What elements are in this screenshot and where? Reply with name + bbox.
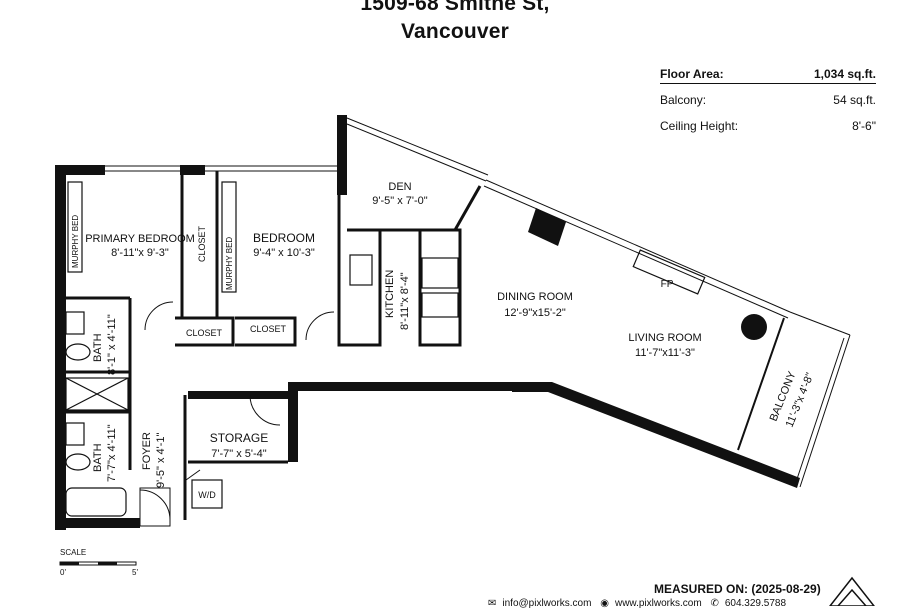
wall-storage-right [288, 382, 298, 462]
address-title-line1: 1509-68 Smithe St, [360, 0, 550, 15]
wall-entry-top [296, 382, 516, 391]
web-icon: ◉ [600, 598, 609, 609]
room-dims-bath1: 8'-1" x 4'-11" [106, 314, 118, 375]
email-icon: ✉ [488, 598, 497, 609]
fixture-labels: CLOSET CLOSET CLOSET MURPHY BED MURPHY B… [71, 215, 674, 500]
room-labels: PRIMARY BEDROOM 8'-11"x 9'-3" BEDROOM 9'… [85, 181, 816, 488]
toilet-icon [65, 453, 91, 471]
closet-label: CLOSET [197, 225, 207, 262]
stat-value: 8'-6" [852, 119, 876, 133]
web-text[interactable]: www.pixlworks.com [614, 598, 702, 609]
bathtub-icon [65, 487, 127, 517]
fp-label: FP [661, 279, 674, 290]
windows [105, 117, 851, 488]
address-title-line2: Vancouver [400, 20, 510, 43]
wall-bottom-left [55, 518, 140, 528]
stat-balcony: Balcony: 54 sq.ft. [660, 93, 876, 119]
kitchen-sink-icon [421, 257, 459, 289]
scale-label: SCALE [60, 548, 87, 557]
door-swings [139, 301, 335, 527]
sink-icon [65, 311, 85, 335]
wd-label: W/D [198, 490, 216, 500]
wall-den-left [337, 115, 347, 195]
stat-underline [660, 83, 876, 84]
room-name-bath2: BATH [92, 443, 104, 472]
scale-zero: 0' [60, 568, 66, 577]
contact-info: ✉ info@pixlworks.com ◉ www.pixlworks.com ✆… [488, 598, 792, 609]
scale-bar [59, 561, 137, 566]
stat-label: Balcony: [660, 93, 707, 107]
room-name-bath1: BATH [92, 333, 104, 362]
wall-storage-top [188, 391, 288, 399]
measured-on: MEASURED ON: (2025-08-29) [654, 582, 821, 596]
column-block [528, 208, 566, 246]
murphy-bed-label: MURPHY BED [71, 215, 80, 268]
wall-left [55, 165, 66, 530]
stat-ceiling-height: Ceiling Height: 8'-6" [660, 119, 876, 145]
phone-text: 604.329.5788 [724, 598, 786, 609]
room-dims-living: 11'-7"x11'-3" [635, 347, 695, 359]
room-name-storage: STORAGE [210, 431, 268, 445]
room-name-foyer: FOYER [141, 432, 153, 470]
exterior-walls [55, 115, 800, 530]
stat-label: Floor Area: [660, 67, 724, 81]
room-name-primary-bedroom: PRIMARY BEDROOM [85, 233, 195, 245]
pixlworks-logo-icon [829, 576, 875, 606]
fixtures [65, 181, 785, 517]
room-dims-kitchen: 8'-11"x 8'-4" [399, 272, 411, 330]
wall-top-mid [180, 165, 205, 175]
phone-icon: ✆ [710, 598, 719, 609]
room-dims-dining: 12'-9"x15'-2" [504, 307, 566, 319]
murphy-bed-primary [67, 181, 83, 273]
wall-top-left [55, 165, 105, 175]
scale-five: 5' [132, 568, 138, 577]
room-name-living: LIVING ROOM [628, 332, 701, 344]
room-name-dining: DINING ROOM [497, 291, 573, 303]
room-dims-foyer: 9'-5" x 4'-1" [155, 432, 167, 488]
room-dims-primary-bedroom: 8'-11"x 9'-3" [111, 247, 169, 259]
murphy-bed-secondary [221, 181, 237, 293]
room-name-den: DEN [388, 181, 411, 193]
stat-value: 54 sq.ft. [833, 93, 876, 107]
closet-label: CLOSET [186, 328, 223, 338]
room-name-kitchen: KITCHEN [384, 270, 396, 318]
cooktop-icon [421, 292, 459, 318]
toilet-icon [65, 343, 91, 361]
stove-icon [349, 254, 373, 286]
room-dims-bath2: 7'-7"x 4'-11" [106, 424, 118, 482]
interior-walls [66, 171, 482, 520]
shower-icon [65, 377, 129, 411]
stat-value: 1,034 sq.ft. [813, 67, 876, 81]
room-dims-storage: 7'-7" x 5'-4" [211, 448, 267, 460]
room-dims-bedroom: 9'-4" x 10'-3" [253, 247, 315, 259]
sink-icon [65, 422, 85, 446]
email-text[interactable]: info@pixlworks.com [502, 598, 592, 609]
murphy-bed-label: MURPHY BED [225, 237, 234, 290]
room-name-bedroom: BEDROOM [253, 231, 315, 245]
fireplace-icon [632, 249, 706, 295]
round-column [741, 314, 767, 340]
area-stats: Floor Area: 1,034 sq.ft. Balcony: 54 sq.… [660, 67, 876, 145]
wall-bottom-diagonal [512, 382, 800, 488]
stat-label: Ceiling Height: [660, 119, 739, 133]
room-dims-den: 9'-5" x 7'-0" [372, 195, 428, 207]
washer-dryer-icon [191, 479, 223, 509]
stat-floor-area: Floor Area: 1,034 sq.ft. [660, 67, 876, 93]
closet-label: CLOSET [250, 324, 287, 334]
